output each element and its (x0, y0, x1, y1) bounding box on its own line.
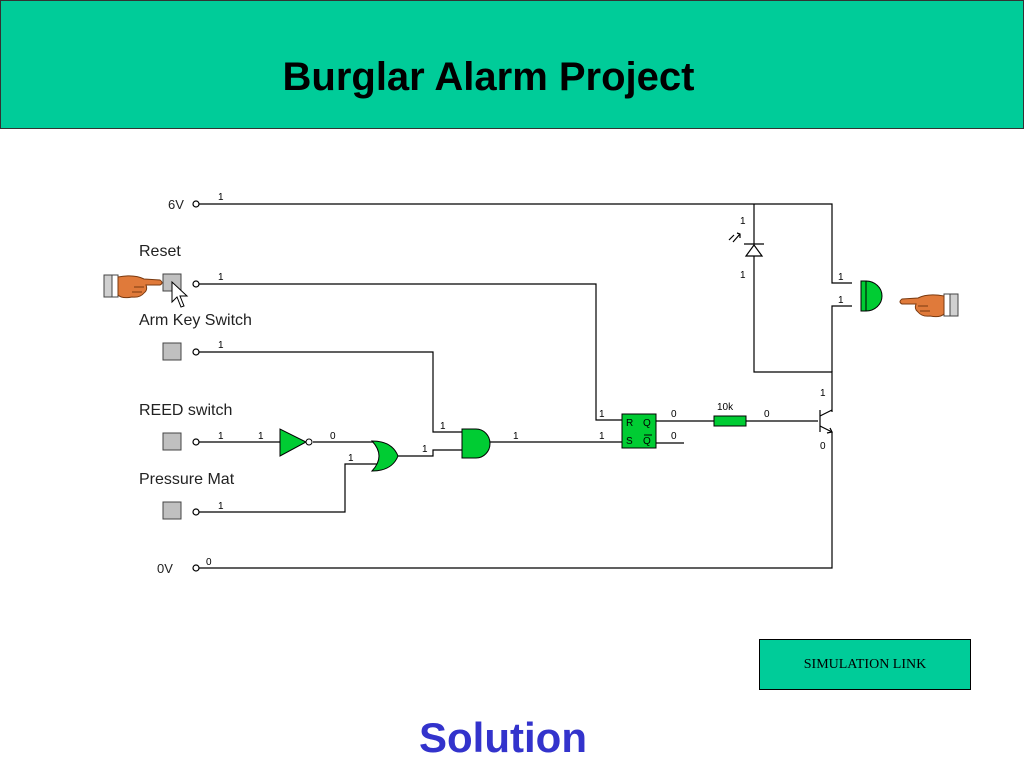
wire-reset (199, 283, 622, 421)
pressure-mat-switch[interactable] (162, 501, 182, 520)
wire-0v (199, 432, 833, 569)
buzzer-icon (860, 280, 883, 312)
terminal-pressure (192, 508, 200, 516)
ff-label-q: Q (643, 418, 651, 429)
level-res-out: 0 (764, 409, 770, 420)
level-buzzer-a: 1 (838, 272, 844, 283)
terminal-6v (192, 200, 200, 208)
and-gate (461, 428, 491, 459)
level-not-out: 0 (330, 431, 336, 442)
level-ff-qbar: 0 (671, 431, 677, 442)
wire-arm (199, 351, 462, 433)
led-icon (728, 232, 764, 257)
title-banner: Burglar Alarm Project (0, 0, 1024, 129)
wire-6v (199, 203, 852, 284)
wire-or-and (398, 449, 462, 457)
level-ff-r: 1 (599, 409, 605, 420)
wires (192, 200, 852, 572)
level-or-out: 1 (422, 444, 428, 455)
reed-switch[interactable] (162, 432, 182, 451)
level-led-bottom: 1 (740, 270, 746, 281)
wire-led (753, 204, 833, 412)
level-transistor-c: 1 (820, 388, 826, 399)
not-gate (279, 428, 308, 457)
terminal-reset (192, 280, 200, 288)
not-gate-bubble (305, 438, 313, 446)
level-6v: 1 (218, 192, 224, 203)
level-reset: 1 (218, 272, 224, 283)
simulation-link-button[interactable]: SIMULATION LINK (759, 639, 971, 690)
ff-label-r: R (626, 418, 633, 429)
pointing-hand-icon (899, 293, 959, 318)
label-arm-key: Arm Key Switch (139, 312, 252, 329)
rs-flip-flop (621, 413, 657, 449)
level-ff-s: 1 (599, 431, 605, 442)
terminal-0v (192, 564, 200, 572)
level-reed-b: 1 (258, 431, 264, 442)
page-title: Burglar Alarm Project (282, 55, 695, 99)
wire-pressure (199, 463, 377, 513)
level-led-top: 1 (740, 216, 746, 227)
level-reed-a: 1 (218, 431, 224, 442)
level-and-in1: 1 (440, 421, 446, 432)
resistor (713, 415, 747, 427)
transistor-icon (819, 409, 833, 434)
solution-heading: Solution (419, 714, 587, 761)
level-arm: 1 (218, 340, 224, 351)
label-6v: 6V (168, 197, 184, 212)
terminal-arm (192, 348, 200, 356)
level-transistor-e: 0 (820, 441, 826, 452)
level-and-out: 1 (513, 431, 519, 442)
label-pressure: Pressure Mat (139, 471, 235, 488)
level-buzzer-b: 1 (838, 295, 844, 306)
label-reed: REED switch (139, 402, 232, 419)
level-0v: 0 (206, 557, 212, 568)
mouse-cursor-icon (171, 280, 189, 308)
level-ff-q: 0 (671, 409, 677, 420)
resistor-label: 10k (717, 402, 734, 413)
label-0v: 0V (157, 561, 173, 576)
wire-buzzer-return (831, 305, 852, 372)
ff-label-qbar: Q (643, 436, 651, 447)
terminal-reed (192, 438, 200, 446)
or-gate (370, 440, 399, 472)
level-or-in2: 1 (348, 453, 354, 464)
label-reset: Reset (139, 243, 181, 260)
arm-key-switch[interactable] (162, 342, 182, 361)
ff-label-s: S (626, 436, 633, 447)
pointing-hand-icon (103, 274, 163, 299)
level-pressure: 1 (218, 501, 224, 512)
